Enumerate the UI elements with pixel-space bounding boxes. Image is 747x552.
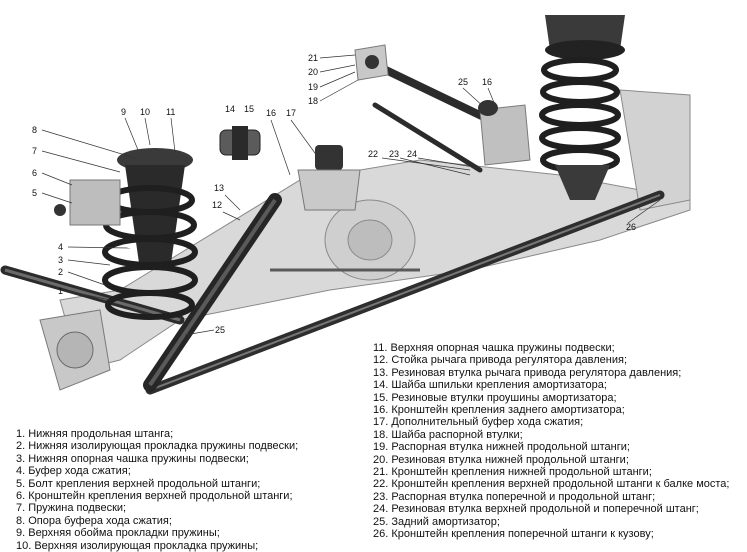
callout-17: 17 bbox=[286, 108, 296, 118]
callout-23: 23 bbox=[389, 149, 399, 159]
callout-11: 11 bbox=[166, 107, 175, 117]
legend-item: 9. Верхняя обойма прокладки пружины; bbox=[16, 527, 220, 540]
legend-item: 17. Дополнительный буфер хода сжатия; bbox=[373, 416, 584, 429]
lower-longitudinal-bar bbox=[0, 265, 185, 325]
callout-15: 15 bbox=[244, 104, 254, 114]
callout-13: 13 bbox=[214, 183, 224, 193]
callout-4: 4 bbox=[58, 242, 63, 252]
left-coil-spring bbox=[54, 148, 198, 320]
upper-bar-bracket bbox=[478, 100, 531, 166]
callout-7: 7 bbox=[32, 146, 37, 156]
callout-21: 21 bbox=[308, 53, 318, 63]
legend-item: 16. Кронштейн крепления заднего амортиза… bbox=[373, 404, 625, 417]
legend-left: 1. Нижняя продольная штанга; 2. Нижняя и… bbox=[16, 428, 346, 552]
compression-buffer bbox=[297, 145, 361, 211]
callout-25b: 25 bbox=[215, 325, 225, 335]
callout-20: 20 bbox=[308, 67, 318, 77]
legend-item: 2. Нижняя изолирующая прокладка пружины … bbox=[16, 440, 299, 453]
callout-10: 10 bbox=[140, 107, 150, 117]
callout-14: 14 bbox=[225, 104, 235, 114]
shock-bushings bbox=[219, 126, 261, 160]
callout-1: 1 bbox=[58, 286, 63, 296]
legend-item: 20. Резиновая втулка нижней продольной ш… bbox=[373, 453, 629, 466]
legend-item: 10. Верхняя изолирующая прокладка пружин… bbox=[16, 539, 259, 552]
suspension-diagram: 1 2 3 4 5 6 7 8 9 10 11 12 13 14 15 16 1… bbox=[0, 15, 691, 395]
callout-26: 26 bbox=[626, 222, 636, 232]
legend-item: 21. Кронштейн крепления нижней продольно… bbox=[373, 466, 652, 479]
leader-lines bbox=[41, 54, 661, 336]
legend-item: 6. Кронштейн крепления верхней продольно… bbox=[16, 490, 293, 503]
callout-5: 5 bbox=[32, 188, 37, 198]
legend-item: 3. Нижняя опорная чашка пружины подвески… bbox=[16, 452, 249, 465]
transverse-bar bbox=[145, 190, 665, 395]
lower-bar-bracket bbox=[354, 44, 389, 81]
legend-item: 7. Пружина подвески; bbox=[16, 502, 127, 515]
rear-shock-absorber bbox=[143, 193, 282, 392]
legend-item: 14. Шайба шпильки крепления амортизатора… bbox=[373, 379, 607, 392]
legend-item: 22. Кронштейн крепления верхней продольн… bbox=[373, 478, 730, 491]
callout-24: 24 bbox=[407, 149, 417, 159]
callout-16b: 16 bbox=[482, 77, 492, 87]
legend-item: 4. Буфер хода сжатия; bbox=[16, 465, 131, 478]
legend-item: 26. Кронштейн крепления поперечной штанг… bbox=[373, 528, 654, 541]
right-coil-spring bbox=[539, 15, 625, 200]
legend-item: 8. Опора буфера хода сжатия; bbox=[16, 514, 172, 527]
callout-labels: 1 2 3 4 5 6 7 8 9 10 11 12 13 14 15 16 1… bbox=[32, 53, 636, 335]
legend-item: 11. Верхняя опорная чашка пружины подвес… bbox=[373, 342, 615, 354]
callout-19: 19 bbox=[308, 82, 318, 92]
callout-22: 22 bbox=[368, 149, 378, 159]
legend-item: 18. Шайба распорной втулки; bbox=[373, 428, 523, 441]
callout-16a: 16 bbox=[266, 108, 276, 118]
callout-18: 18 bbox=[308, 96, 318, 106]
legend-item: 19. Распорная втулка нижней продольной ш… bbox=[373, 441, 630, 454]
legend-item: 1. Нижняя продольная штанга; bbox=[16, 428, 174, 440]
callout-3: 3 bbox=[58, 255, 63, 265]
callout-8: 8 bbox=[32, 125, 37, 135]
legend-item: 5. Болт крепления верхней продольной шта… bbox=[16, 477, 261, 490]
legend-item: 13. Резиновая втулка рычага привода регу… bbox=[373, 366, 682, 379]
legend-item: 25. Задний амортизатор; bbox=[373, 515, 500, 528]
axle-beam bbox=[39, 89, 691, 391]
legend-item: 24. Резиновая втулка верхней продольной … bbox=[373, 503, 699, 516]
callout-12: 12 bbox=[212, 200, 222, 210]
legend-item: 12. Стойка рычага привода регулятора дав… bbox=[373, 354, 628, 367]
callout-2: 2 bbox=[58, 267, 63, 277]
callout-25a: 25 bbox=[458, 77, 468, 87]
callout-6: 6 bbox=[32, 168, 37, 178]
callout-9: 9 bbox=[121, 107, 126, 117]
legend-right: 11. Верхняя опорная чашка пружины подвес… bbox=[373, 342, 741, 541]
legend-item: 15. Резиновые втулки проушины амортизато… bbox=[373, 391, 617, 404]
legend-item: 23. Распорная втулка поперечной и продол… bbox=[373, 490, 656, 503]
